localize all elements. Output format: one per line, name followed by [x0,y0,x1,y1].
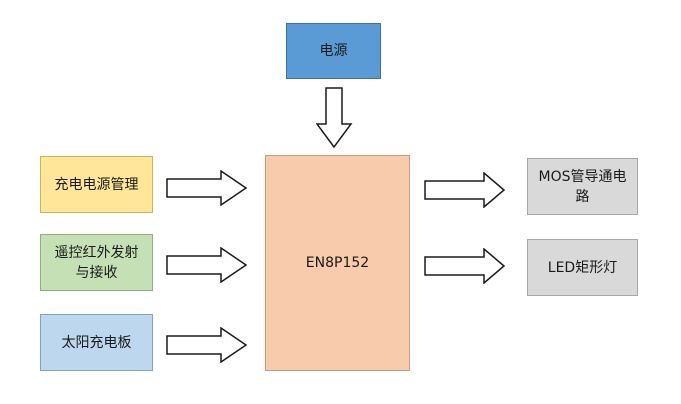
mos-circuit-label: MOS管导通电 路 [538,168,627,205]
power-to-mcu-arrow [316,87,353,149]
solar-to-mcu-arrow [166,327,248,363]
power-block: 电源 [286,23,381,79]
mcu-block: EN8P152 [265,155,410,371]
ir-remote-label: 遥控红外发射 与接收 [54,244,139,281]
solar-panel-block: 太阳充电板 [40,314,153,371]
charge-management-block: 充电电源管理 [40,156,153,213]
mcu-to-led-arrow [424,248,506,284]
mcu-to-mos-arrow [424,172,506,208]
power-label: 电源 [319,43,348,59]
ir-remote-block: 遥控红外发射 与接收 [40,234,153,291]
solar-panel-label: 太阳充电板 [61,334,132,351]
mcu-label: EN8P152 [305,255,370,271]
led-light-block: LED矩形灯 [527,239,638,296]
charge-management-label: 充电电源管理 [54,176,139,193]
mos-circuit-block: MOS管导通电 路 [527,158,638,215]
charge-to-mcu-arrow [166,170,248,206]
led-light-label: LED矩形灯 [547,259,618,276]
ir-to-mcu-arrow [166,247,248,283]
